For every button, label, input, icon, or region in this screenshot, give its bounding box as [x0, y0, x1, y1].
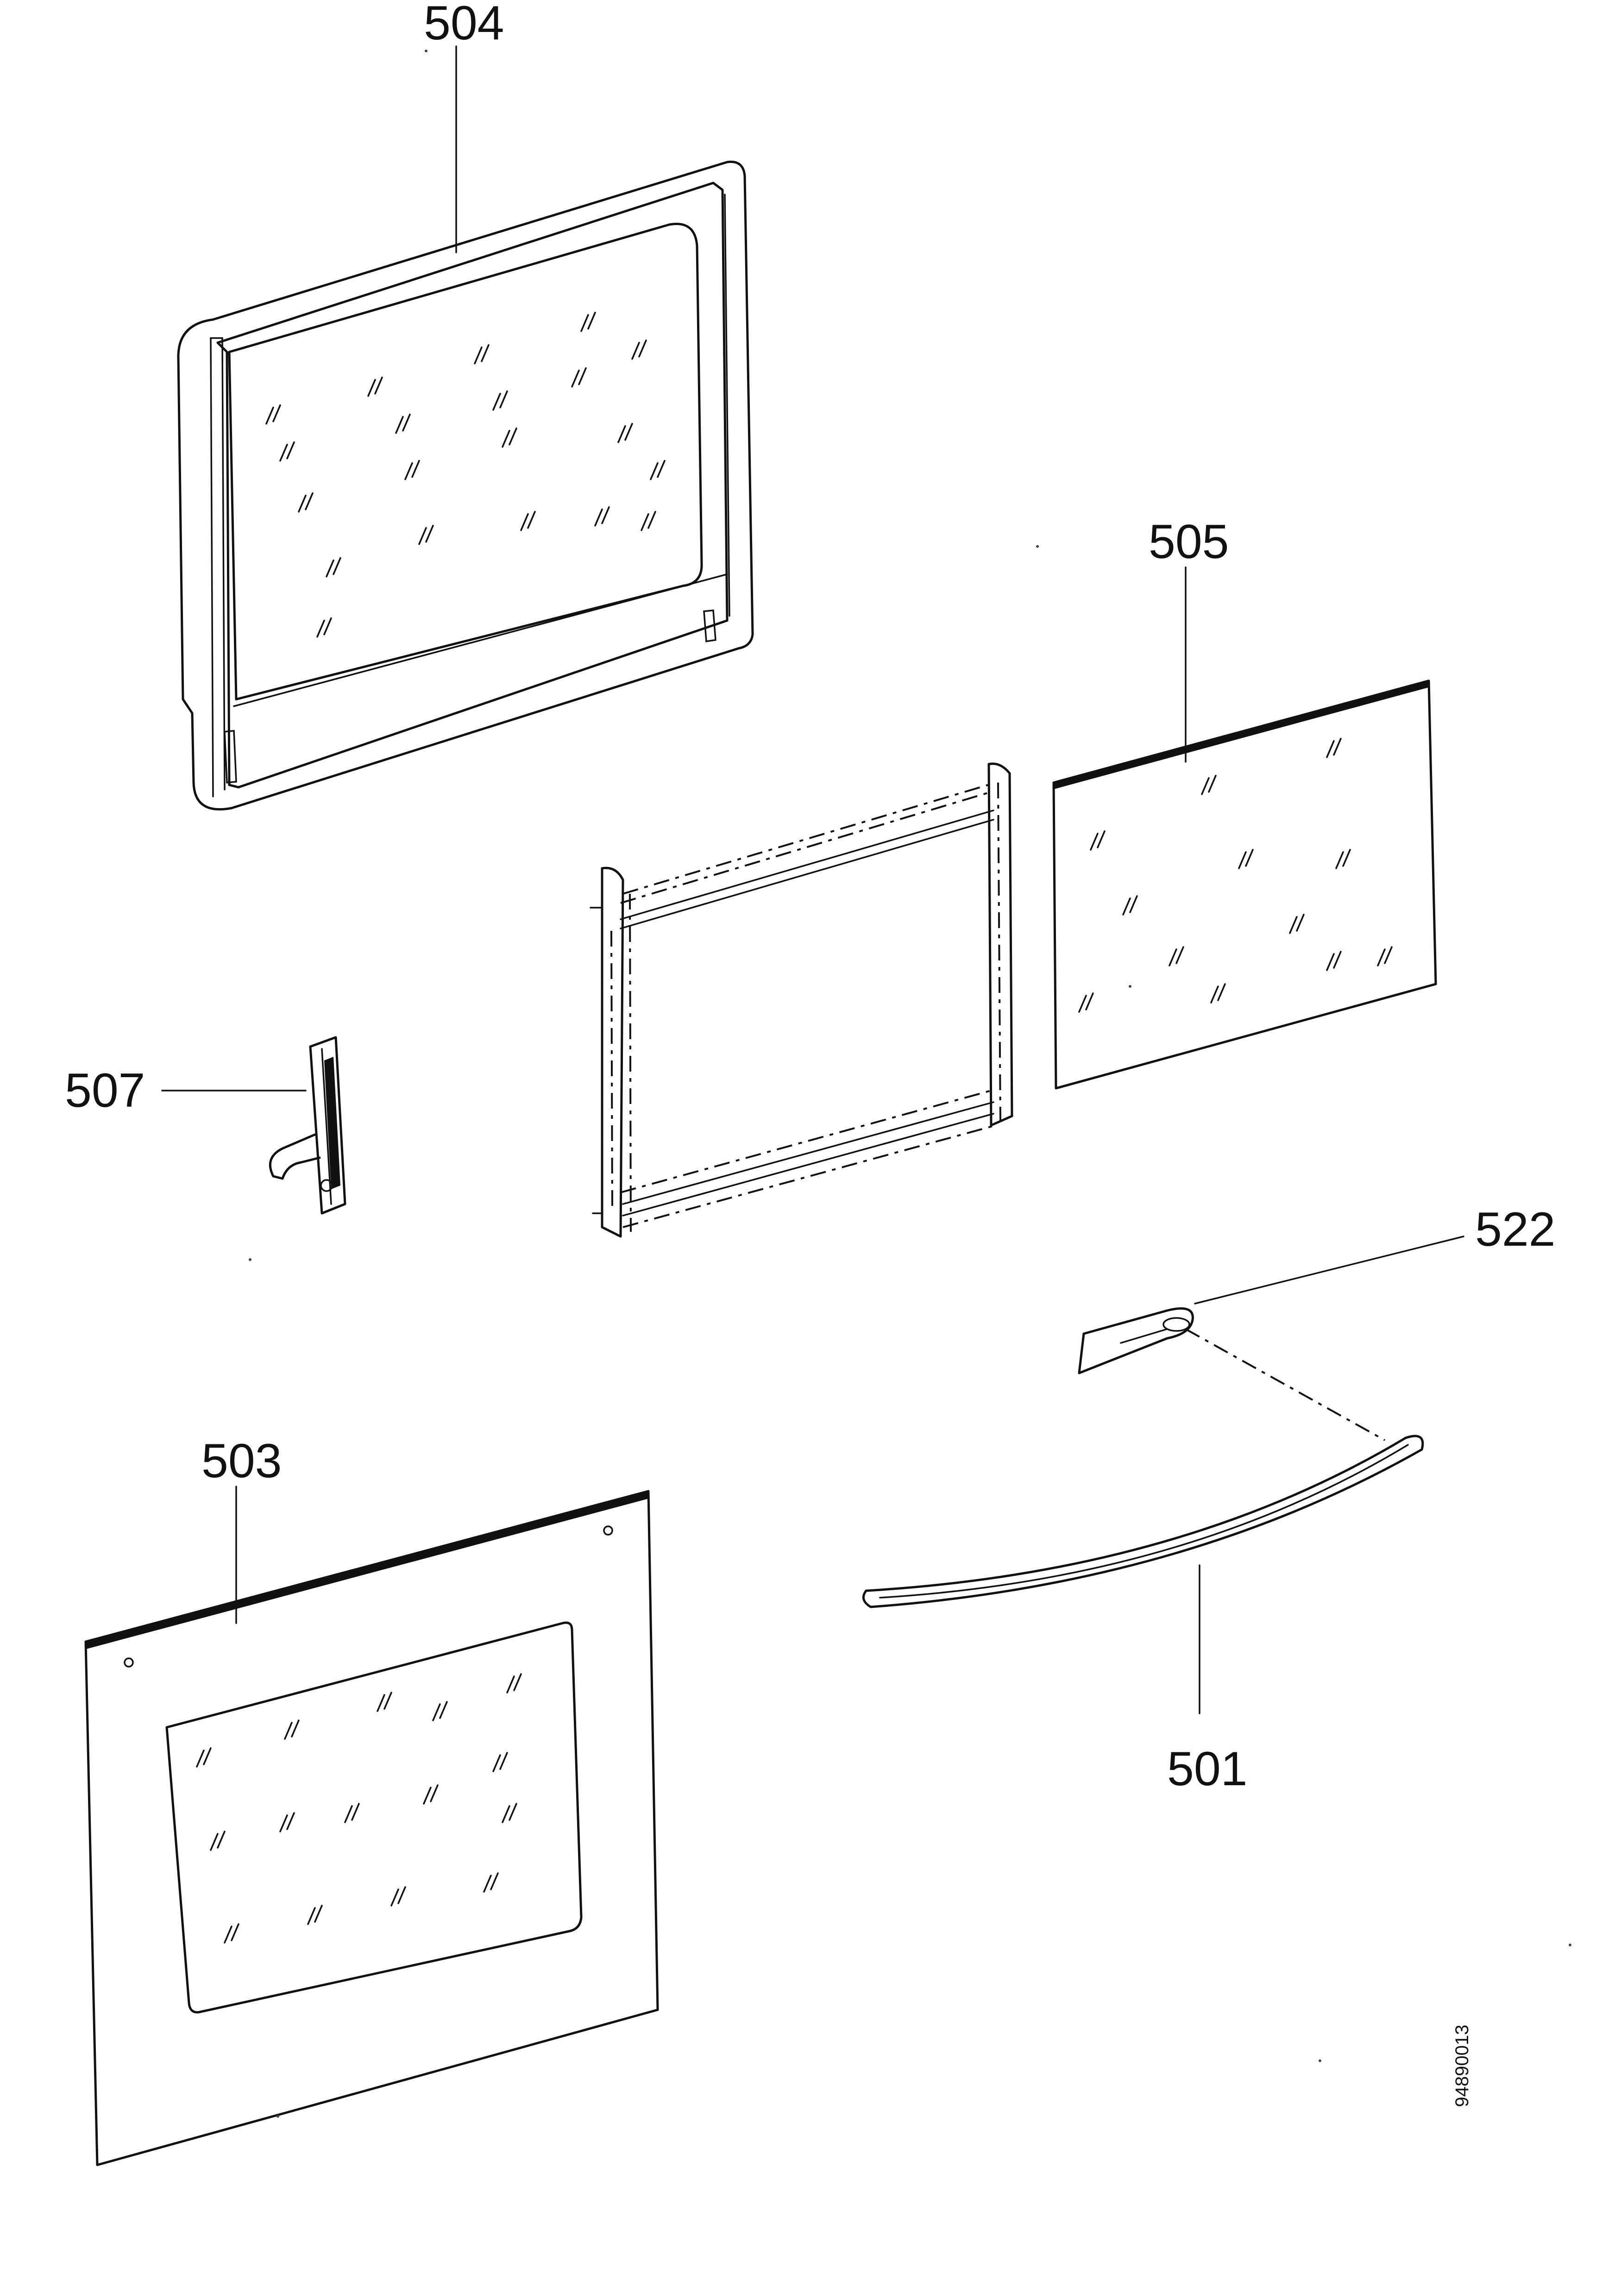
label-507: 507: [65, 1064, 145, 1117]
part-522-handle-end-cap: [1078, 1307, 1194, 1374]
callout-504: 504: [424, 0, 504, 253]
label-505: 505: [1149, 515, 1229, 569]
assembly-line-522-501: [1185, 1328, 1385, 1441]
label-501: 501: [1167, 1742, 1248, 1796]
document-number: 94890013: [1452, 2025, 1472, 2107]
callout-503: 503: [201, 1434, 282, 1624]
label-504: 504: [424, 0, 504, 50]
door-inner-frame: [590, 762, 1013, 1238]
scan-specks: [249, 50, 1571, 2118]
part-504-inner-door-panel: [177, 160, 754, 811]
callout-501: 501: [1167, 1564, 1248, 1796]
part-507-hinge: [269, 1036, 346, 1215]
callout-505: 505: [1149, 515, 1229, 763]
label-522: 522: [1475, 1203, 1556, 1256]
callout-522: 522: [1194, 1203, 1556, 1305]
part-505-glass-pane: [1052, 679, 1437, 1090]
part-503-outer-door-panel: [84, 1490, 659, 2166]
part-501-door-handle: [862, 1435, 1424, 1608]
label-503: 503: [201, 1434, 282, 1488]
callout-507: 507: [65, 1064, 307, 1117]
